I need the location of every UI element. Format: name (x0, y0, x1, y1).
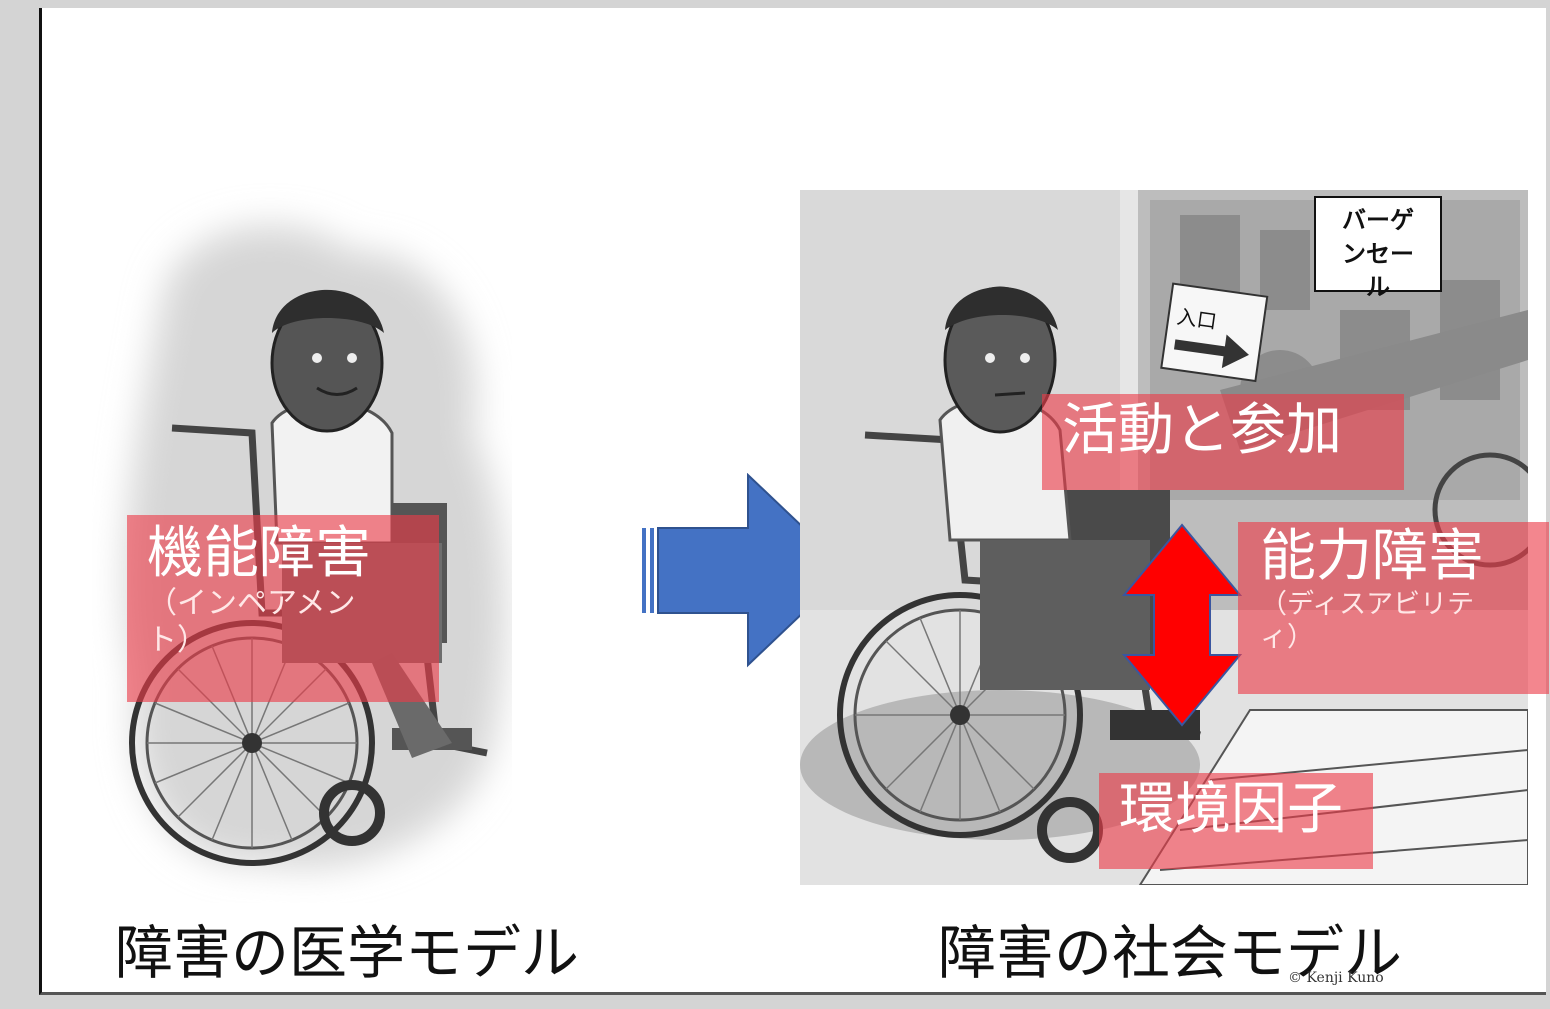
transition-arrow-icon (642, 473, 850, 668)
disability-label-box: 能力障害 （ディスアビリティ） (1238, 522, 1549, 694)
activity-label: 活動と参加 (1062, 398, 1342, 463)
impairment-sublabel: （インペアメント） (147, 585, 356, 659)
medical-model-caption: 障害の医学モデル (115, 919, 580, 987)
impairment-label: 機能障害 (147, 521, 371, 586)
bargain-sale-sign: バーゲンセール (1314, 196, 1442, 301)
environment-label: 環境因子 (1119, 777, 1343, 842)
disability-sublabel: （ディスアビリティ） (1260, 588, 1475, 654)
bargain-sale-text: バーゲンセール (1342, 206, 1414, 302)
impairment-label-box: 機能障害 （インペアメント） (127, 515, 439, 702)
copyright-text: © Kenji Kuno (1288, 970, 1384, 986)
environment-label-box: 環境因子 (1099, 773, 1373, 869)
activity-label-box: 活動と参加 (1042, 394, 1404, 490)
interaction-arrow-icon (1122, 523, 1243, 727)
disability-label: 能力障害 (1260, 524, 1484, 589)
slide: 機能障害 （インペアメント） (39, 8, 1549, 995)
entrance-sign-text: 入口 (1175, 304, 1219, 334)
social-model-caption: 障害の社会モデル (938, 919, 1403, 987)
